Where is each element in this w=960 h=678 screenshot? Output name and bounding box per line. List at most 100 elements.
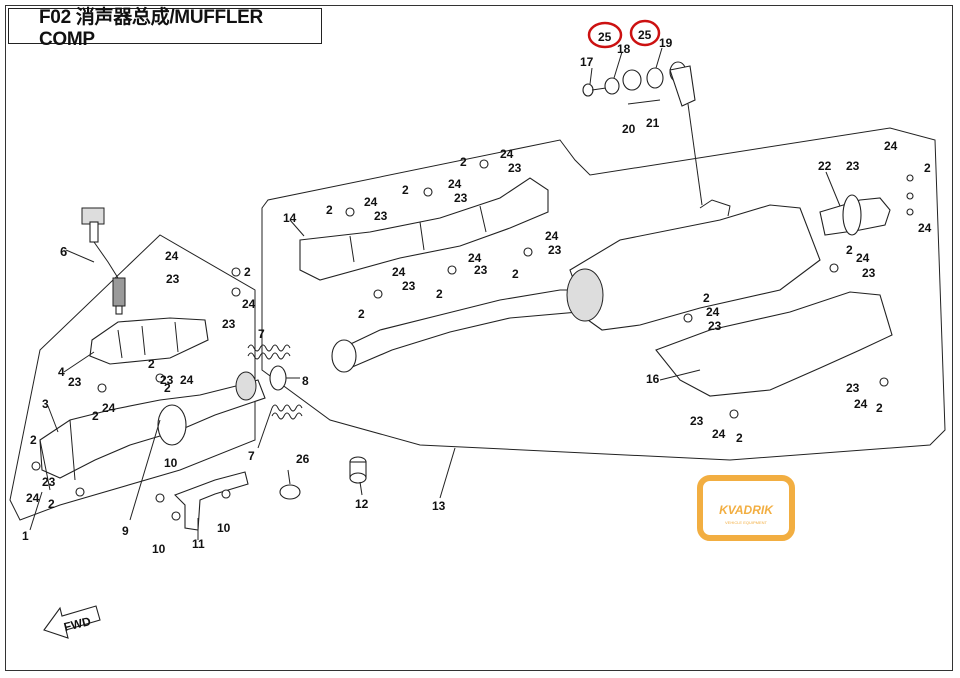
watermark-tagline: VEHICLE EQUIPMENT bbox=[725, 520, 768, 525]
callout-2: 2 bbox=[244, 265, 251, 279]
callout-24: 24 bbox=[26, 491, 40, 505]
callout-2: 2 bbox=[326, 203, 333, 217]
callout-2: 2 bbox=[402, 183, 409, 197]
callout-25b: 25 bbox=[638, 28, 652, 42]
hardware-callouts: 2 24 23 2 24 23 2 24 23 24 23 2 24 23 2 … bbox=[26, 139, 932, 511]
callout-2: 2 bbox=[876, 401, 883, 415]
fasteners bbox=[31, 159, 914, 521]
front-pipe-14 bbox=[299, 177, 549, 281]
bracket-11 bbox=[174, 471, 249, 531]
group-1-outline bbox=[9, 234, 256, 521]
callout-23: 23 bbox=[454, 191, 468, 205]
callout-20: 20 bbox=[622, 122, 636, 136]
callout-3: 3 bbox=[42, 397, 49, 411]
highlight-ring-25a bbox=[587, 21, 623, 49]
callout-12: 12 bbox=[355, 497, 369, 511]
callout-8: 8 bbox=[302, 374, 309, 388]
callout-7b: 7 bbox=[248, 449, 255, 463]
callout-2: 2 bbox=[358, 307, 365, 321]
callout-26: 26 bbox=[296, 452, 310, 466]
callout-23: 23 bbox=[474, 263, 488, 277]
springs-7 bbox=[247, 344, 303, 420]
callout-24: 24 bbox=[242, 297, 256, 311]
callout-23: 23 bbox=[160, 373, 174, 387]
callout-23: 23 bbox=[68, 375, 82, 389]
heat-shield-16 bbox=[655, 291, 893, 397]
callout-18: 18 bbox=[617, 42, 631, 56]
callout-24: 24 bbox=[364, 195, 378, 209]
callout-4: 4 bbox=[58, 365, 65, 379]
callout-23: 23 bbox=[708, 319, 722, 333]
fwd-arrow: FWD bbox=[43, 605, 101, 639]
callout-24: 24 bbox=[468, 251, 482, 265]
callout-23: 23 bbox=[548, 243, 562, 257]
callout-23: 23 bbox=[862, 266, 876, 280]
callout-24: 24 bbox=[102, 401, 116, 415]
callout-16: 16 bbox=[646, 372, 660, 386]
callout-23: 23 bbox=[402, 279, 416, 293]
callout-10a: 10 bbox=[164, 456, 178, 470]
muffler-body bbox=[566, 199, 821, 331]
callout-2: 2 bbox=[30, 433, 37, 447]
callout-1: 1 bbox=[22, 529, 29, 543]
sleeve-12 bbox=[349, 456, 367, 484]
callout-24: 24 bbox=[884, 139, 898, 153]
callout-2: 2 bbox=[924, 161, 931, 175]
callout-9: 9 bbox=[122, 524, 129, 538]
callout-23: 23 bbox=[846, 381, 860, 395]
callout-2: 2 bbox=[703, 291, 710, 305]
callout-2: 2 bbox=[148, 357, 155, 371]
callout-19: 19 bbox=[659, 36, 673, 50]
callout-23: 23 bbox=[690, 414, 704, 428]
callout-2: 2 bbox=[846, 243, 853, 257]
callout-2: 2 bbox=[512, 267, 519, 281]
callout-2: 2 bbox=[460, 155, 467, 169]
fwd-label: FWD bbox=[62, 614, 92, 634]
callout-2: 2 bbox=[164, 381, 171, 395]
callout-24: 24 bbox=[448, 177, 462, 191]
callout-23: 23 bbox=[222, 317, 236, 331]
callout-2: 2 bbox=[48, 497, 55, 511]
exhaust-manifold bbox=[39, 371, 266, 491]
gasket-8 bbox=[269, 365, 287, 391]
callout-24: 24 bbox=[854, 397, 868, 411]
callout-24: 24 bbox=[392, 265, 406, 279]
callout-24: 24 bbox=[918, 221, 932, 235]
callout-2: 2 bbox=[736, 431, 743, 445]
callout-24: 24 bbox=[165, 249, 179, 263]
leader-lines bbox=[29, 47, 841, 540]
heat-shield-5 bbox=[89, 317, 209, 365]
callout-17: 17 bbox=[580, 55, 594, 69]
callout-21: 21 bbox=[646, 116, 660, 130]
watermark-brand: KVADRIK bbox=[719, 503, 774, 517]
callout-24: 24 bbox=[712, 427, 726, 441]
mid-pipe bbox=[331, 289, 579, 373]
callout-6: 6 bbox=[60, 244, 67, 259]
callout-23: 23 bbox=[846, 159, 860, 173]
callout-10c: 10 bbox=[217, 521, 231, 535]
callout-10b: 10 bbox=[152, 542, 166, 556]
callout-24: 24 bbox=[706, 305, 720, 319]
callout-24: 24 bbox=[180, 373, 194, 387]
group-13-outline bbox=[261, 127, 946, 461]
callout-13: 13 bbox=[432, 499, 446, 513]
callout-23: 23 bbox=[374, 209, 388, 223]
callout-2: 2 bbox=[92, 409, 99, 423]
diagram-frame bbox=[5, 5, 953, 671]
mount-hardware bbox=[582, 61, 696, 107]
callout-23: 23 bbox=[166, 272, 180, 286]
callout-23: 23 bbox=[508, 161, 522, 175]
callout-11: 11 bbox=[192, 537, 205, 551]
ring-26 bbox=[279, 484, 301, 500]
callout-2: 2 bbox=[436, 287, 443, 301]
callout-7a: 7 bbox=[258, 327, 265, 341]
highlight-ring-25b bbox=[629, 19, 661, 47]
watermark: KVADRIK VEHICLE EQUIPMENT bbox=[697, 475, 795, 541]
callout-14: 14 bbox=[283, 211, 297, 225]
callout-24: 24 bbox=[545, 229, 559, 243]
callout-22: 22 bbox=[818, 159, 832, 173]
callout-24: 24 bbox=[856, 251, 870, 265]
callout-24: 24 bbox=[500, 147, 514, 161]
tail-pipe-22 bbox=[819, 194, 891, 236]
